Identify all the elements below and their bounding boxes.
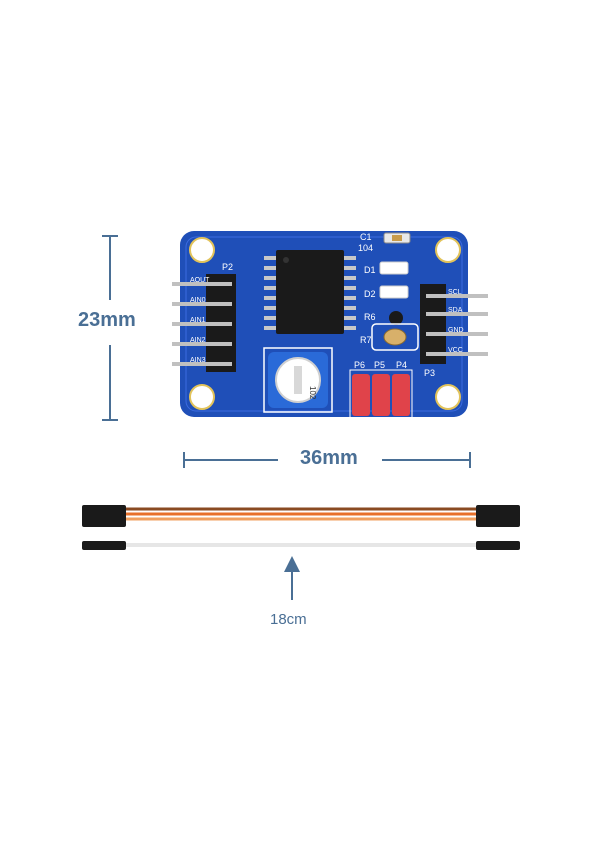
width-dimension — [183, 452, 471, 468]
height-dimension — [102, 235, 118, 421]
label-r6: R6 — [364, 312, 376, 322]
pin-label-ain2: AIN2 — [190, 337, 206, 344]
pin-label-ain1: AIN1 — [190, 317, 206, 324]
pin-label-gnd: GND — [448, 327, 464, 334]
label-pot-value: 102 — [308, 386, 317, 400]
width-dimension-label: 36mm — [300, 447, 358, 469]
right-header — [420, 284, 488, 364]
cable-length-label: 18cm — [270, 611, 307, 628]
height-dimension-label: 23mm — [78, 309, 136, 331]
pin-label-ain0: AIN0 — [190, 297, 206, 304]
pin-label-scl: SCL — [448, 289, 462, 296]
cable-arrow — [284, 556, 300, 600]
pin-label-aout: AOUT — [190, 277, 210, 284]
label-d1: D1 — [364, 265, 376, 275]
label-c1-value: 104 — [358, 243, 373, 253]
dupont-cables — [82, 505, 520, 550]
label-p3: P3 — [424, 368, 435, 378]
potentiometer — [263, 347, 333, 413]
label-d2: D2 — [364, 289, 376, 299]
label-c1: C1 — [360, 232, 372, 242]
label-p4: P4 — [396, 360, 407, 370]
small-components — [371, 232, 419, 351]
pin-label-ain3: AIN3 — [190, 357, 206, 364]
label-p6: P6 — [354, 360, 365, 370]
label-r7: R7 — [360, 335, 372, 345]
label-p5: P5 — [374, 360, 385, 370]
pcf8591-board: P2 P3 C1 104 D1 D2 R6 R7 P6 P5 P4 102 AO… — [172, 231, 488, 419]
ic-chip — [264, 250, 356, 334]
pin-label-vcc: VCC — [448, 347, 463, 354]
label-p2: P2 — [222, 262, 233, 272]
jumper-block — [349, 369, 413, 419]
pin-label-sda: SDA — [448, 307, 463, 314]
left-header — [172, 274, 236, 372]
